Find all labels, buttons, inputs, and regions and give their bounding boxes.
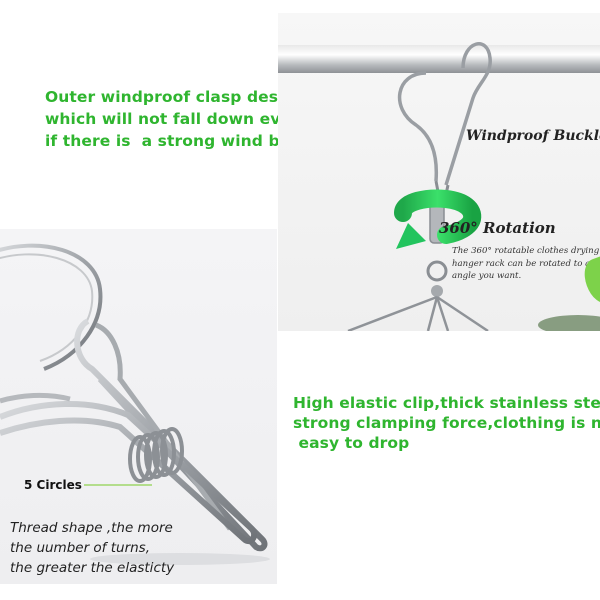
clip-photo-panel: 5 Circles Thread shape ,the more the uum… <box>0 229 277 584</box>
s-hook <box>444 42 492 186</box>
five-circles-label: 5 Circles <box>24 478 82 492</box>
rotation-description: The 360° rotatable clothes drying hanger… <box>452 246 600 281</box>
windproof-buckle-label: Windproof Buckle <box>466 128 600 144</box>
clip-illustration <box>0 243 270 565</box>
hook-loop <box>397 71 439 182</box>
rotation-title: 360° Rotation <box>439 219 556 237</box>
swivel-ring <box>426 260 448 282</box>
rotation-arrow-icon <box>394 189 482 249</box>
elastic-clip-caption: High elastic clip,thick stainless steel … <box>293 394 600 452</box>
hook-illustration <box>278 42 600 331</box>
spring-coil <box>128 427 184 483</box>
clip-lower-arm <box>0 401 258 545</box>
hanging-ring <box>0 243 103 371</box>
thread-shape-caption: Thread shape ,the more the uumber of tur… <box>10 520 175 576</box>
hanging-rod <box>278 45 600 73</box>
hook-photo-panel: Windproof Buckle 360° Rotation The 360° … <box>278 13 600 331</box>
